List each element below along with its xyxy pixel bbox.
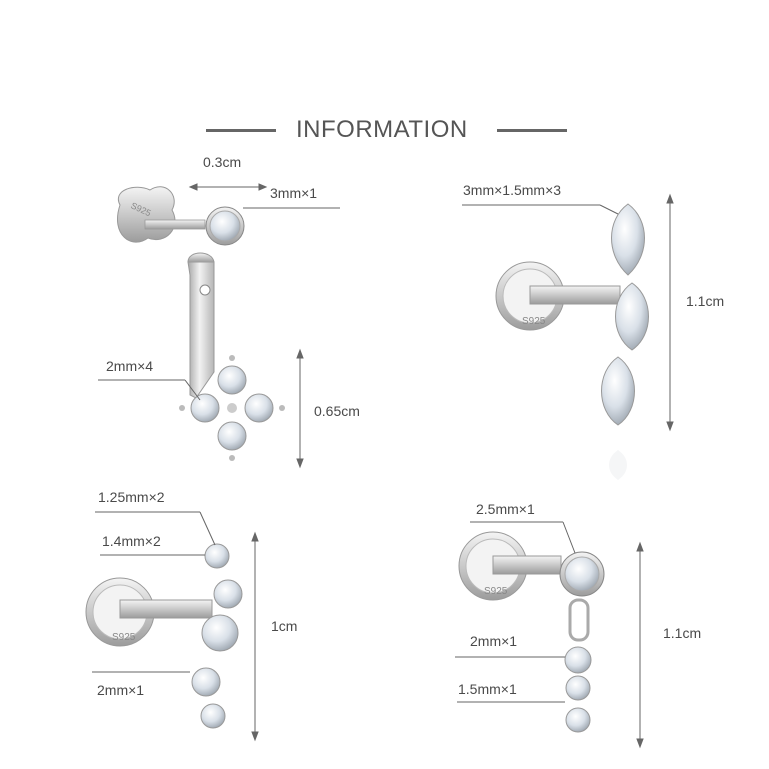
p3-height-label: 1cm xyxy=(271,618,298,634)
earring-1-illustration: S925 xyxy=(117,186,285,461)
earring-3-illustration: S925 xyxy=(85,543,243,729)
p1-bar-width-label: 0.3cm xyxy=(203,154,242,170)
earring-4-dimension-lines xyxy=(455,521,644,749)
title-rule-left xyxy=(206,129,276,132)
earring-2-dimension-lines xyxy=(462,193,674,432)
p4-top-stone-label: 2.5mm×1 xyxy=(476,501,535,517)
p4-middle-stone-label: 2mm×1 xyxy=(470,633,518,649)
stamp-text-4: S925 xyxy=(484,586,508,597)
earring-3-dimension-lines xyxy=(92,511,259,742)
p1-cluster-stones-label: 2mm×4 xyxy=(106,358,154,374)
earring-2-illustration: S925 xyxy=(495,203,649,480)
stamp-text-3: S925 xyxy=(112,632,136,643)
p3-medium-stones-label: 1.4mm×2 xyxy=(102,533,161,549)
p1-main-stone-label: 3mm×1 xyxy=(270,185,318,201)
p4-height-label: 1.1cm xyxy=(663,625,702,641)
p2-marquise-stones-label: 3mm×1.5mm×3 xyxy=(463,182,562,198)
title-rule-right xyxy=(497,129,567,132)
p4-bottom-stone-label: 1.5mm×1 xyxy=(458,681,517,697)
p2-height-label: 1.1cm xyxy=(686,293,725,309)
page-title: INFORMATION xyxy=(296,116,468,143)
p3-small-stones-label: 1.25mm×2 xyxy=(98,489,165,505)
p1-drop-height-label: 0.65cm xyxy=(314,403,360,419)
p3-center-stone-label: 2mm×1 xyxy=(97,682,145,698)
stamp-text-2: S925 xyxy=(522,316,546,327)
earring-4-illustration: S925 xyxy=(458,531,605,733)
earring-1-dimension-lines xyxy=(98,183,340,469)
